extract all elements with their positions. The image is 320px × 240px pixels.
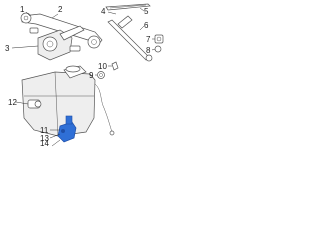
callout-11: 11 [40,126,49,135]
parts-diagram: 1 2 3 4 5 6 7 8 9 10 11 12 13 14 [5,3,164,147]
callout-8: 8 [146,46,151,55]
washer-pump-highlighted [57,115,77,143]
washer-pump-left [27,99,42,109]
callout-5: 5 [144,7,149,16]
leader-lines [11,7,156,147]
callout-4: 4 [101,7,106,16]
callout-14: 14 [40,139,49,147]
callout-2: 2 [58,5,63,14]
wiper-arm-and-blade [105,3,153,62]
washer-reservoir [21,65,115,137]
wiper-linkage-assembly [20,12,103,61]
callout-labels: 1 2 3 4 5 6 7 8 9 10 11 12 13 14 [5,5,151,147]
callout-9: 9 [89,71,94,80]
callout-3: 3 [5,44,10,53]
callout-6: 6 [144,21,149,30]
callout-7: 7 [146,35,151,44]
callout-13: 13 [40,134,49,143]
callout-10: 10 [98,62,107,71]
small-hardware-parts [97,34,164,79]
callout-12: 12 [8,98,17,107]
callout-1: 1 [20,5,25,14]
